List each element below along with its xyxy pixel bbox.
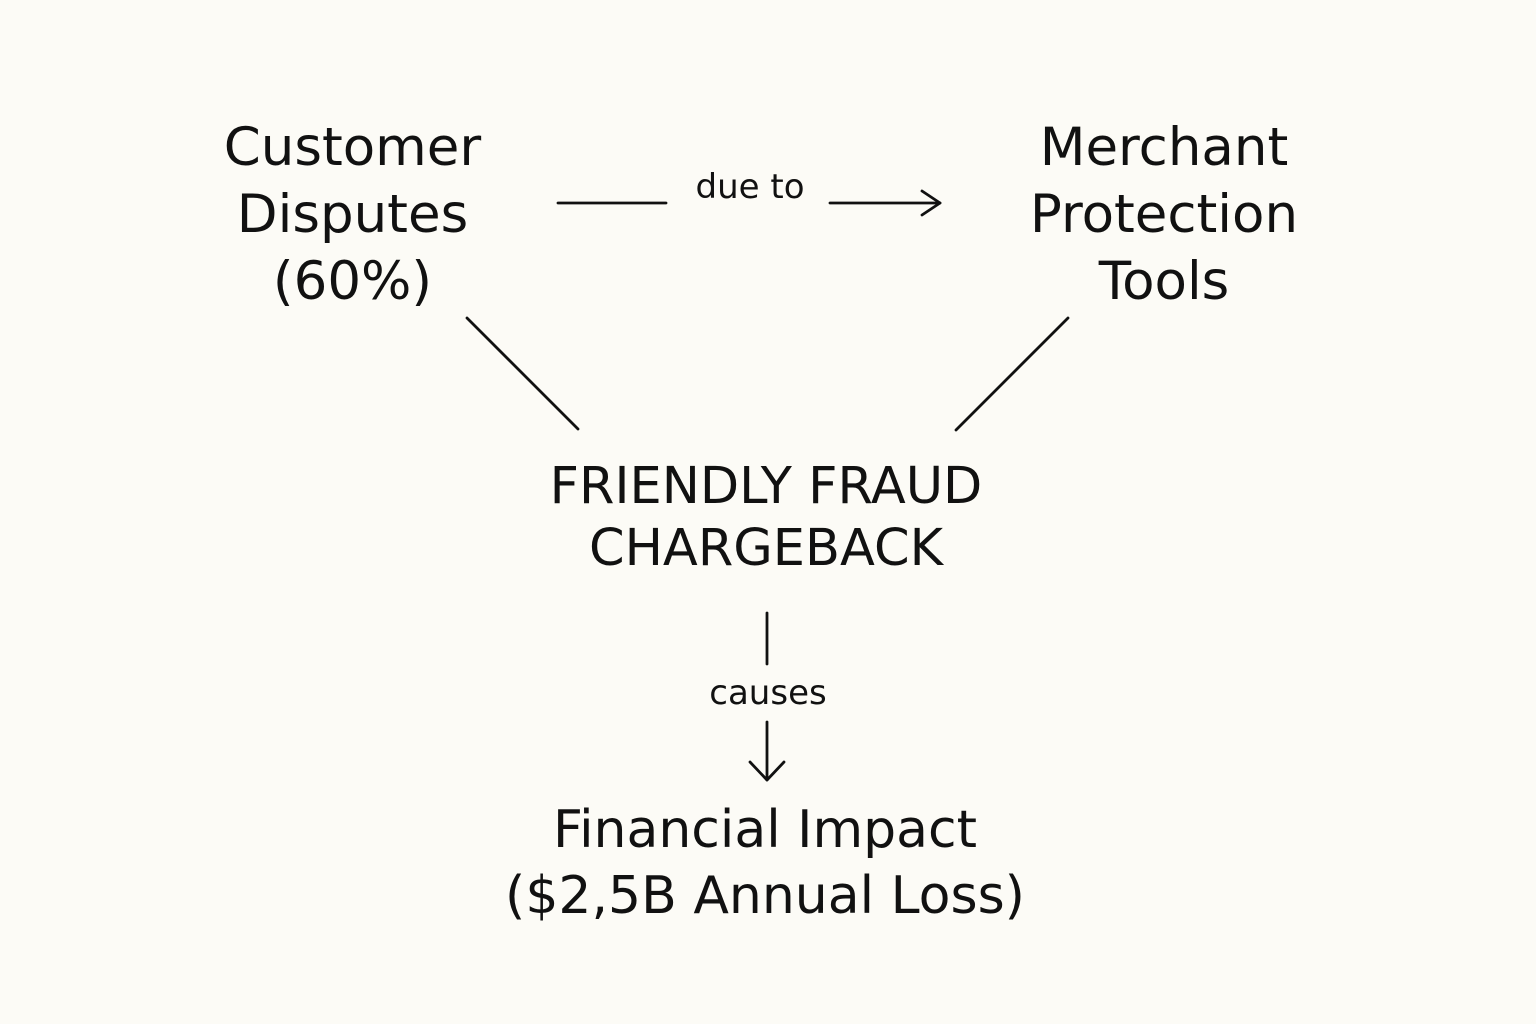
financial-impact-node: Financial Impact ($2,5B Annual Loss) (440, 804, 1090, 922)
friendly-fraud-line-1: FRIENDLY FRAUD (549, 457, 983, 516)
customer-to-center-line (465, 316, 580, 431)
merchant-protection-node: Merchant Protection Tools (1004, 121, 1324, 308)
customer-disputes-line-1: Customer (223, 117, 482, 178)
causes-label: causes (709, 673, 827, 713)
merchant-to-center-line (954, 316, 1070, 432)
merchant-protection-line-2: Protection (1029, 184, 1299, 245)
due-to-label: due to (695, 167, 805, 207)
merchant-protection-line-3: Tools (1098, 251, 1230, 312)
customer-disputes-node: Customer Disputes (60%) (190, 121, 515, 308)
customer-disputes-line-2: Disputes (236, 184, 469, 245)
financial-impact-line-2: ($2,5B Annual Loss) (505, 866, 1025, 926)
financial-impact-line-1: Financial Impact (552, 800, 978, 860)
causes-arrowhead (748, 760, 786, 782)
friendly-fraud-node: FRIENDLY FRAUD CHARGEBACK (496, 461, 1036, 574)
merchant-protection-line-1: Merchant (1039, 117, 1289, 178)
due-to-arrowhead (920, 189, 942, 217)
customer-disputes-line-3: (60%) (272, 251, 433, 312)
friendly-fraud-line-2: CHARGEBACK (588, 519, 944, 578)
